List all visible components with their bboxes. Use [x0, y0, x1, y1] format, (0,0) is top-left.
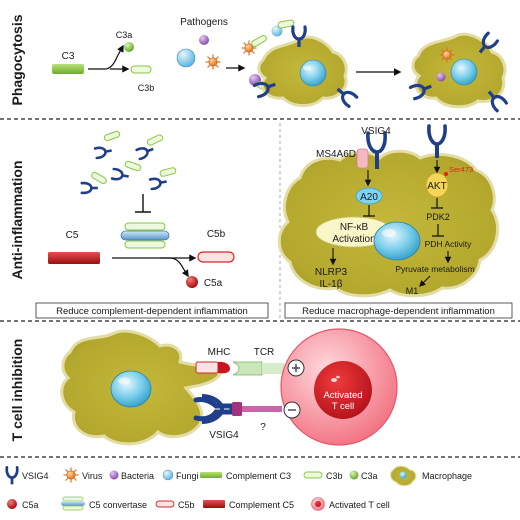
legend-c5a: C5a [7, 499, 39, 510]
box-complement-inflammation [35, 302, 269, 319]
legend-label-vsig4: VSIG4 [22, 471, 49, 481]
label-c3a: C3a [116, 30, 133, 40]
unknown-ligand [232, 402, 282, 416]
activated-t-cell [280, 328, 398, 446]
legend-label-c3b: C3b [326, 471, 343, 481]
inhibition-akt-pdk2 [431, 198, 443, 209]
legend-macrophage: Macrophage [390, 465, 472, 487]
label-c3b: C3b [138, 83, 155, 93]
fungi-icon [176, 48, 196, 68]
label-nlrp3: NLRP3 [315, 267, 348, 278]
c5-convertase [120, 222, 170, 249]
legend-complement-c3: Complement C3 [200, 471, 291, 481]
c3b-rod [130, 65, 152, 74]
legend-virus: Virus [62, 466, 103, 484]
label-mhc: MHC [208, 347, 231, 358]
label-reduce-macrophage: Reduce macrophage-dependent inflammation [302, 306, 495, 317]
panel-title-phagocytosis: Phagocytosis [9, 14, 25, 105]
label-question: ? [260, 422, 266, 433]
label-c5b: C5b [207, 229, 226, 240]
complement-c5-rod [48, 252, 100, 264]
label-pyruvate: Pyruvate metabolism [395, 264, 474, 274]
virus-icon [204, 53, 222, 71]
label-c5: C5 [66, 230, 79, 241]
nucleus-anti [373, 221, 421, 261]
arrow-c5-cleavage [112, 257, 189, 278]
label-akt: AKT [427, 181, 446, 192]
label-pathogens: Pathogens [180, 17, 228, 28]
label-m1: M1 [406, 286, 419, 296]
label-c5a: C5a [204, 278, 223, 289]
macrophage-tcell [60, 329, 222, 446]
label-reduce-complement: Reduce complement-dependent inflammation [56, 306, 248, 317]
vsig4-receptor-akt [427, 124, 447, 158]
macrophage-phago-1 [257, 35, 348, 107]
legend-virus-icon [62, 466, 80, 484]
legend-fungi: Fungi [162, 469, 199, 481]
vsig4-receptor-anti [366, 131, 387, 169]
ser473-site [444, 172, 448, 176]
box-macrophage-inflammation [284, 302, 513, 319]
bacteria-icon [199, 35, 209, 45]
legend-complement-c5: Complement C5 [203, 500, 294, 510]
legend-c3b: C3b [303, 471, 343, 481]
legend-bacteria-icon [109, 470, 119, 480]
arrow-c3-cleavage [88, 44, 124, 70]
inhibition-bar-convertase [135, 194, 151, 213]
label-ms4a6d: MS4A6D [316, 149, 356, 160]
label-vsig4-tcell: VSIG4 [209, 430, 239, 441]
legend-label-c5-convertase: C5 convertase [89, 500, 147, 510]
label-activated: Activated [323, 390, 362, 401]
label-c3: C3 [62, 51, 75, 62]
c3a-ball [124, 42, 134, 52]
legend-fungi-icon [162, 469, 174, 481]
arrow-to-m1 [419, 275, 431, 287]
legend: VSIG4 Virus Bacteria Fungi Complement C3… [5, 465, 472, 511]
legend-label-complement-c5: Complement C5 [229, 500, 294, 510]
legend-label-c5b: C5b [178, 500, 195, 510]
ms4a6d-protein [356, 148, 369, 169]
label-tcr: TCR [254, 347, 275, 358]
legend-c5b: C5b [155, 500, 195, 510]
label-il1b: IL-1β [320, 279, 343, 290]
c5a-ball [186, 276, 198, 288]
inhibition-pdk2-pdh [432, 224, 444, 237]
label-nfkb: NF-κB [340, 222, 369, 233]
mhc-molecule [195, 361, 231, 374]
legend-c3a: C3a [349, 470, 378, 481]
panel-title-t-cell: T cell inhibition [9, 339, 25, 442]
panel-title-anti-inflammation: Anti-inflammation [9, 161, 25, 280]
legend-label-c3a: C3a [361, 471, 378, 481]
label-vsig4-anti: VSIG4 [361, 126, 391, 137]
legend-label-fungi: Fungi [176, 471, 199, 481]
legend-label-bacteria: Bacteria [121, 471, 154, 481]
legend-label-activated-t-cell: Activated T cell [329, 500, 390, 510]
legend-label-macrophage: Macrophage [422, 471, 472, 481]
tcr-molecule [232, 361, 284, 376]
label-t-cell: T cell [332, 401, 355, 412]
legend-label-virus: Virus [82, 471, 103, 481]
legend-c5-convertase: C5 convertase [61, 496, 147, 511]
label-nfkb-activation: Activation [332, 234, 375, 245]
vsig4-c3b-complexes [80, 129, 178, 195]
label-a20: A20 [360, 192, 378, 203]
minus-signal-icon [283, 401, 301, 419]
inhibition-a20-nfkb [363, 205, 375, 217]
legend-bacteria: Bacteria [109, 470, 154, 481]
legend-activated-t-cell: Activated T cell [311, 497, 390, 511]
legend-label-c5a: C5a [22, 500, 39, 510]
akt-node [425, 172, 449, 198]
label-ser473: Ser473 [449, 165, 473, 174]
label-pdk2: PDK2 [426, 212, 450, 222]
a20-node [355, 187, 383, 205]
c5b-rod [197, 251, 235, 263]
legend-label-complement-c3: Complement C3 [226, 471, 291, 481]
label-pdh: PDH Activity [425, 239, 473, 249]
legend-vsig4: VSIG4 [5, 465, 49, 486]
complement-c3-rod [52, 64, 84, 74]
plus-signal-icon [287, 359, 305, 377]
